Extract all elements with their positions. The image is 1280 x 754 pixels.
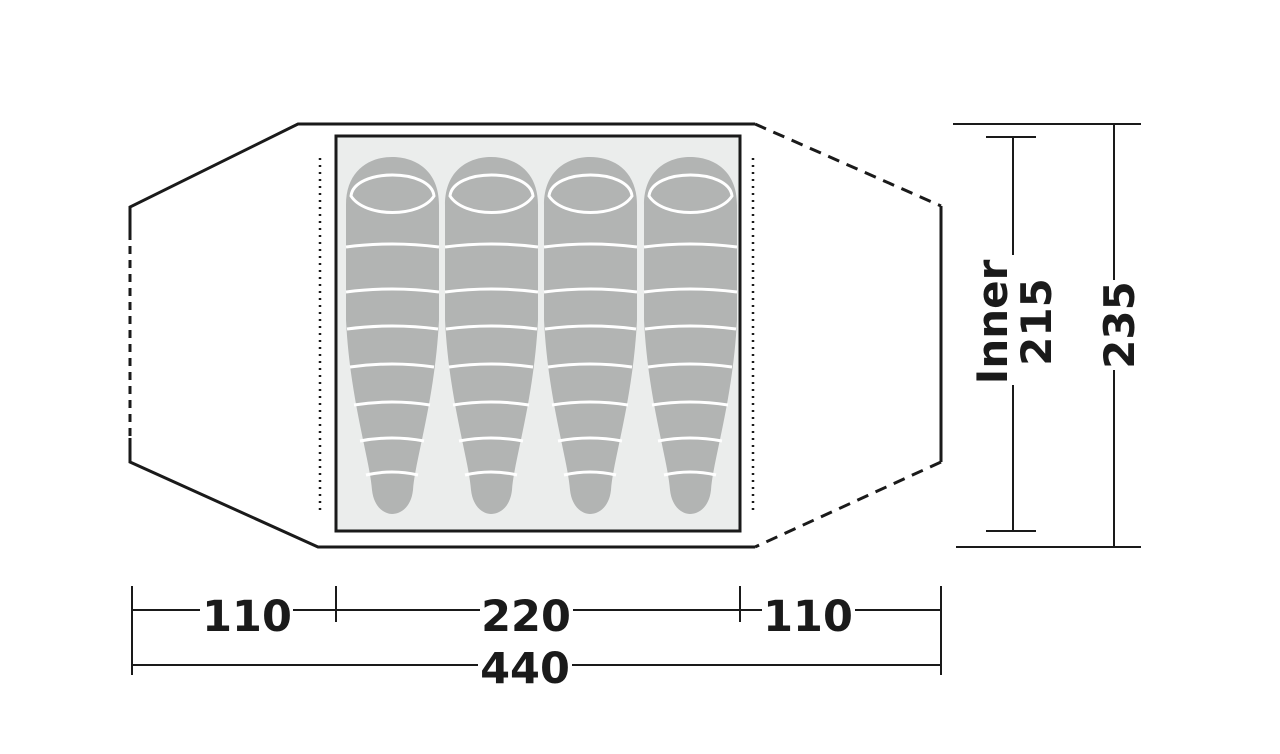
right-vestibule-label: 110 <box>763 592 853 642</box>
total-length-label: 440 <box>480 644 570 694</box>
inner-length-label: 220 <box>481 592 571 642</box>
length-dimensions <box>131 586 942 675</box>
right-door-dashed-bottom <box>754 460 942 549</box>
inner-tent-dotted-lines <box>318 158 755 512</box>
sleeping-bag <box>643 157 738 514</box>
right-door-dashed-top <box>754 122 942 208</box>
tent-outline <box>128 122 943 549</box>
sleeping-bag <box>444 157 539 514</box>
tent-door-lines <box>128 122 942 549</box>
tent-outline-left <box>128 438 755 549</box>
left-vestibule-label: 110 <box>202 592 292 642</box>
total-width-label: 235 <box>1095 281 1144 369</box>
width-dimensions <box>953 123 1141 548</box>
inner-width-label: 215 <box>1012 278 1061 366</box>
sleeping-bag <box>543 157 638 514</box>
tent-outline-left-top <box>128 122 755 232</box>
sleeping-bag <box>345 157 440 514</box>
inner-word-label: Inner <box>968 259 1017 384</box>
sleeping-bags <box>345 157 738 514</box>
